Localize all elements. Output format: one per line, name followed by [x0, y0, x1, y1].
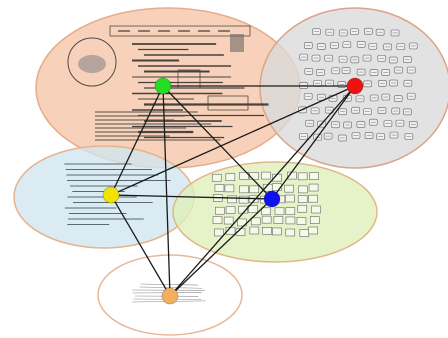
document-collage-texture	[67, 25, 269, 141]
edge-blue-orange	[169, 198, 273, 297]
texture-layer	[64, 25, 418, 303]
edge-green-yellow	[110, 85, 164, 196]
edge-red-orange	[169, 85, 356, 297]
edge-green-orange	[162, 85, 171, 297]
edge-green-blue	[162, 85, 273, 200]
text-lines-texture	[64, 163, 171, 226]
edge-yellow-orange	[110, 194, 171, 297]
edge-layer	[110, 85, 356, 297]
orange-node	[161, 287, 179, 305]
edge-red-yellow	[110, 85, 356, 196]
yellow-node	[102, 186, 120, 204]
edge-yellow-blue	[110, 194, 273, 200]
icon-grid-texture	[298, 27, 418, 142]
node-layer	[102, 77, 364, 305]
green-node	[154, 77, 172, 95]
red-node	[346, 77, 364, 95]
blue-node	[263, 190, 281, 208]
edge-red-blue	[271, 85, 356, 200]
